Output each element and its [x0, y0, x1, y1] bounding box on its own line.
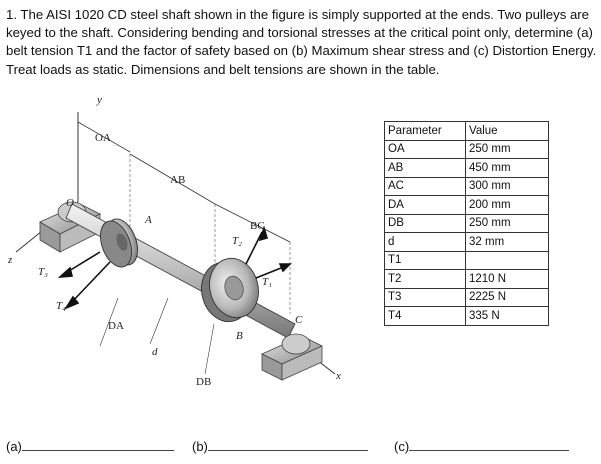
param-cell: T3	[384, 287, 466, 307]
db-leader	[204, 323, 215, 375]
label-t4: T₄	[56, 300, 66, 312]
value-cell	[465, 250, 549, 270]
bc-dimension-line	[214, 203, 291, 243]
header-value: Value	[465, 121, 549, 141]
label-bc: BC	[250, 220, 265, 232]
right-bearing	[261, 333, 323, 381]
ab-dimension-line	[129, 153, 216, 205]
label-t1: T₁	[262, 276, 272, 288]
param-cell: OA	[384, 139, 466, 159]
label-a: A	[145, 214, 152, 226]
param-cell: d	[384, 232, 466, 252]
tension-arrows	[57, 225, 292, 310]
label-c: C	[295, 314, 303, 326]
answer-b-line[interactable]	[207, 438, 368, 451]
label-oa: OA	[95, 132, 111, 144]
label-t2: T₂	[232, 235, 242, 247]
value-cell: 450 mm	[465, 158, 549, 178]
value-cell: 250 mm	[465, 213, 549, 233]
label-t3: T₃	[38, 266, 48, 278]
answer-a-label: (a)	[6, 439, 22, 454]
table-header-row: Parameter Value	[384, 121, 549, 141]
shaft-figure: y OA AB BC O A B C z x T₁ T₂ T₃ T₄ DA d …	[0, 92, 380, 407]
answer-a-line[interactable]	[21, 438, 174, 451]
label-db: DB	[196, 376, 212, 388]
label-y: y	[97, 94, 102, 106]
label-o: O	[66, 197, 74, 209]
header-parameter: Parameter	[384, 121, 466, 141]
param-cell: AC	[384, 176, 466, 196]
label-da: DA	[108, 320, 124, 332]
answer-b: (b)	[192, 438, 368, 454]
label-b: B	[236, 330, 243, 342]
param-cell: T1	[384, 250, 466, 270]
answer-c: (c)	[394, 438, 570, 454]
answer-c-label: (c)	[394, 439, 410, 454]
table-row: T1	[384, 250, 549, 270]
oa-dimension-line	[77, 121, 131, 153]
value-cell: 1210 N	[465, 269, 549, 289]
answer-a: (a)	[6, 438, 174, 454]
param-cell: DA	[384, 195, 466, 215]
d-leader	[149, 297, 169, 345]
value-cell: 2225 N	[465, 287, 549, 307]
da-leader	[99, 297, 119, 347]
shaft-diagram	[15, 112, 336, 381]
answer-blanks: (a) (b) (c)	[0, 438, 601, 460]
value-cell: 335 N	[465, 306, 549, 326]
value-cell: 32 mm	[465, 232, 549, 252]
pulley-a	[100, 218, 138, 268]
pulley-b	[201, 257, 259, 323]
label-x: x	[336, 370, 341, 382]
problem-statement: 1. The AISI 1020 CD steel shaft shown in…	[6, 7, 597, 77]
label-d: d	[152, 346, 158, 358]
value-cell: 250 mm	[465, 139, 549, 159]
answer-c-line[interactable]	[409, 438, 570, 451]
param-cell: AB	[384, 158, 466, 178]
param-cell: T2	[384, 269, 466, 289]
value-cell: 300 mm	[465, 176, 549, 196]
label-z: z	[8, 254, 13, 266]
value-cell: 200 mm	[465, 195, 549, 215]
param-cell: T4	[384, 306, 466, 326]
label-ab: AB	[170, 174, 186, 186]
param-cell: DB	[384, 213, 466, 233]
answer-b-label: (b)	[192, 439, 208, 454]
